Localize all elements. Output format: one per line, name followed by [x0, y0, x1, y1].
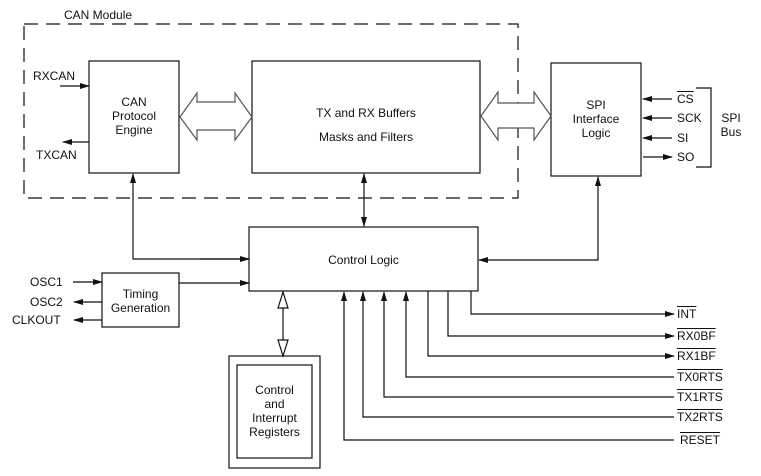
buffers-label: TX and RX Buffers Masks and Filters — [252, 101, 480, 149]
control-pin-tx0rts: TX0RTS — [677, 370, 723, 384]
clock-pin-clkout: CLKOUT — [12, 313, 61, 327]
spi-bus-label: SPI Bus — [716, 111, 746, 139]
registers-line: Control — [255, 383, 294, 397]
spi-line: Logic — [581, 126, 611, 140]
can-engine-line: Engine — [115, 123, 153, 137]
registers-line: Registers — [249, 425, 300, 439]
timing-line: Timing — [122, 287, 159, 301]
spi-bus-bracket — [696, 87, 712, 168]
timing-line: Generation — [110, 301, 171, 315]
can-engine-line: CAN — [121, 95, 147, 109]
control-pin-rx1bf: RX1BF — [677, 349, 716, 363]
control-logic-label: Control Logic — [328, 253, 399, 267]
bus-arrow-engine-buffers — [179, 91, 253, 142]
registers-label: Control and Interrupt Registers — [237, 383, 312, 439]
spi-line: Interface — [572, 112, 620, 126]
control-pin-rx0bf: RX0BF — [677, 329, 716, 343]
control-pin-int: INT — [677, 307, 697, 321]
can-module-label: CAN Module — [64, 8, 133, 22]
spi-bus-line: SPI — [721, 111, 741, 125]
txcan-label: TXCAN — [36, 148, 77, 162]
spi-pin-cs: CS — [677, 92, 694, 106]
spi-pin-sck: SCK — [677, 111, 702, 125]
control-pin-tx1rts: TX1RTS — [677, 390, 723, 404]
registers-line: and — [264, 397, 285, 411]
spi-line: SPI — [586, 98, 606, 112]
registers-inner-block — [236, 364, 313, 459]
control-pin-reset: RESET — [680, 433, 721, 447]
spi-pin-so: SO — [677, 150, 695, 164]
rxcan-label: RXCAN — [33, 69, 76, 83]
can-engine-line: Protocol — [111, 109, 157, 123]
spi-interface-label: SPI Interface Logic — [551, 98, 641, 140]
engine-control-link — [130, 173, 249, 260]
timing-label: Timing Generation — [102, 287, 179, 315]
spi-bus-line: Bus — [720, 125, 742, 139]
timing-generation-block — [101, 272, 180, 328]
buffers-line: Masks and Filters — [318, 130, 414, 144]
can-engine-label: CAN Protocol Engine — [89, 95, 179, 137]
registers-line: Interrupt — [252, 411, 297, 425]
buffers-line: TX and RX Buffers — [316, 106, 416, 120]
clock-pin-osc1: OSC1 — [30, 275, 63, 289]
buffers-block — [251, 60, 481, 174]
clock-pin-osc2: OSC2 — [30, 295, 63, 309]
bus-arrow-buffers-spi — [480, 90, 552, 142]
spi-pin-si: SI — [677, 131, 689, 145]
control-pin-tx2rts: TX2RTS — [677, 410, 723, 424]
